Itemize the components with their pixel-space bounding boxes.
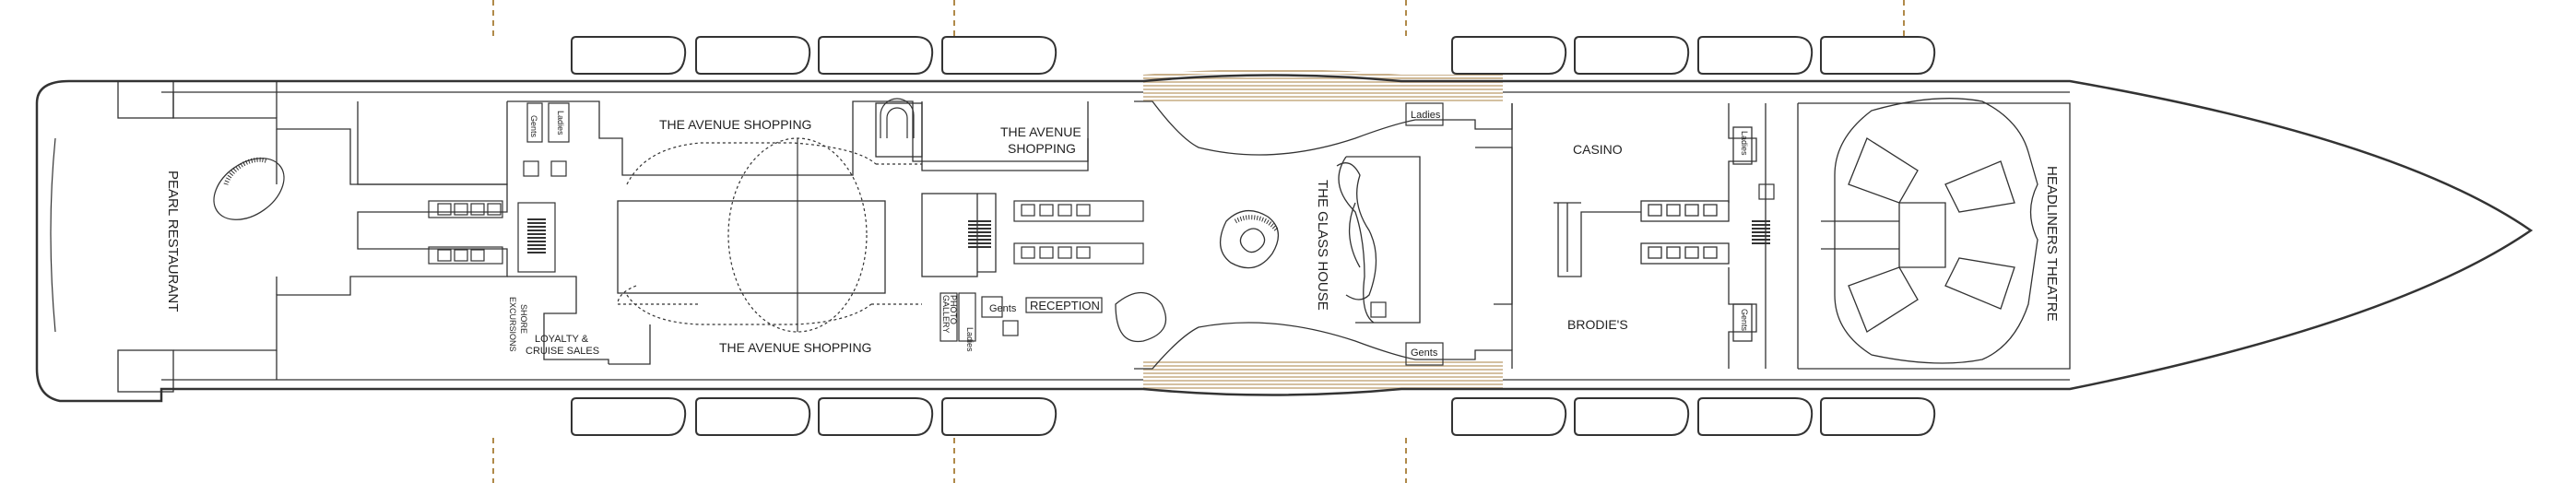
avenue-shopping-label-2a: THE AVENUE <box>1000 124 1081 139</box>
glass-house-label: THE GLASS HOUSE <box>1315 180 1330 311</box>
shopping-dashed <box>617 137 922 333</box>
headliners-theatre-label: HEADLINERS THEATRE <box>2044 166 2060 322</box>
headliners-theatre-area <box>1798 98 2071 370</box>
stern-curve <box>50 137 56 333</box>
photo-gallery-label-b: GALLERY <box>941 295 951 334</box>
ladies-label-fwd: Ladies <box>1740 131 1749 156</box>
gents-label-glass: Gents <box>1411 348 1438 359</box>
deck-area-bottom-fill <box>1143 361 1503 389</box>
lifeboats-bottom <box>571 397 1936 436</box>
reception-booths <box>526 102 1444 366</box>
avenue-shopping-area <box>357 100 1089 365</box>
brodies-label: BRODIE'S <box>1567 317 1628 332</box>
glass-house-stair <box>1220 210 1280 269</box>
hull-inner <box>161 91 2070 381</box>
avenue-stair <box>880 98 915 138</box>
gents-label-aft: Gents <box>529 115 538 138</box>
lifeboats-top <box>571 36 1936 75</box>
glass-house-area <box>1115 100 1513 370</box>
shore-excursions-label-a: SHORE <box>519 304 528 335</box>
accessible-icons <box>523 160 1775 336</box>
pearl-stair <box>213 157 285 220</box>
ladies-label-reception: Ladies <box>965 327 975 352</box>
pearl-restaurant-area <box>117 80 508 393</box>
casino-label: CASINO <box>1573 142 1623 157</box>
reception-label: RECEPTION <box>1030 299 1100 312</box>
ladies-label-aft: Ladies <box>556 111 565 135</box>
deck-area-top-fill <box>1143 76 1503 101</box>
lifts-mid <box>968 200 1144 265</box>
loyalty-label-b: CRUISE SALES <box>526 346 600 357</box>
loyalty-label-a: LOYALTY & <box>535 334 589 345</box>
shore-excursions-label-b: EXCURSIONS <box>508 297 517 352</box>
avenue-shopping-label-2b: SHOPPING <box>1008 141 1076 156</box>
muster-markers <box>492 0 1905 483</box>
hull-outline <box>35 74 2534 403</box>
gents-label-reception: Gents <box>989 303 1017 314</box>
lifts-aft <box>428 200 556 273</box>
casino-area <box>1511 103 1799 369</box>
avenue-shopping-label-1: THE AVENUE SHOPPING <box>659 117 812 132</box>
ladies-label-glass: Ladies <box>1411 110 1441 121</box>
pearl-restaurant-label: PEARL RESTAURANT <box>165 171 181 312</box>
gents-label-fwd: Gents <box>1740 309 1749 332</box>
avenue-shopping-label-3: THE AVENUE SHOPPING <box>719 340 872 355</box>
glass-house-lounge <box>1336 162 1377 300</box>
